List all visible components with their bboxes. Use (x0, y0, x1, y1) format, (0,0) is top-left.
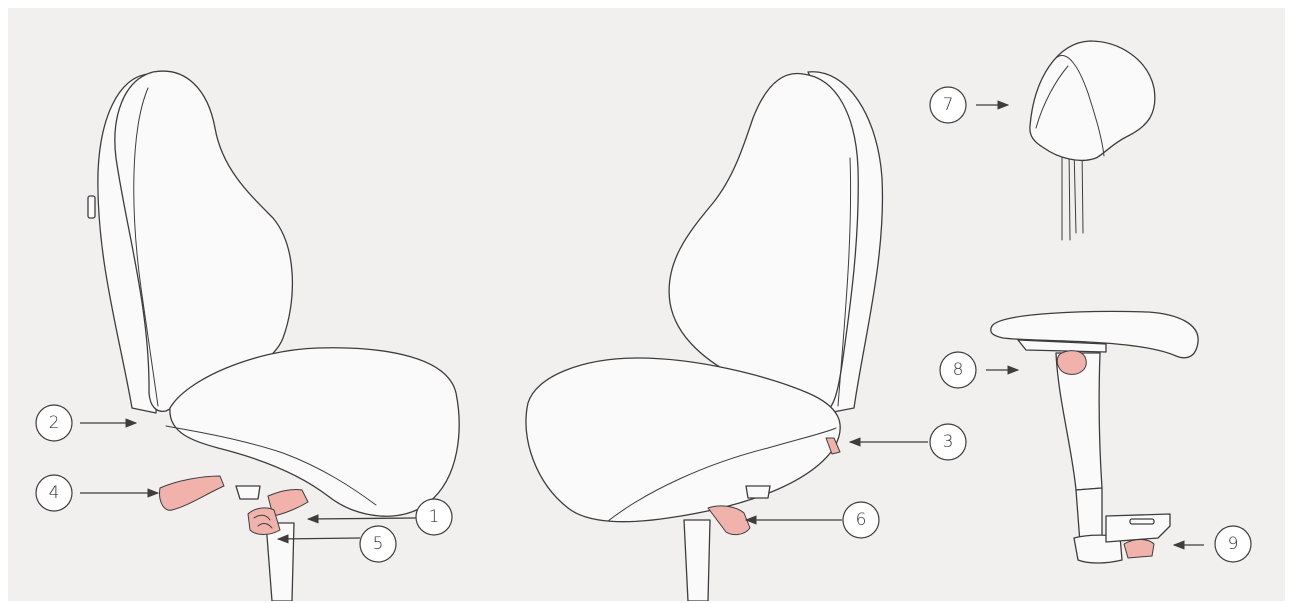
right-backrest (668, 72, 859, 413)
diagram-canvas: 1 2 3 4 5 6 7 8 9 (8, 8, 1285, 601)
callout-4: 4 (35, 474, 160, 512)
svg-text:2: 2 (49, 413, 60, 433)
chair-parts-diagram: 1 2 3 4 5 6 7 8 9 (35, 40, 1252, 601)
armrest (990, 310, 1199, 564)
svg-text:5: 5 (373, 534, 384, 554)
armrest-pad (990, 310, 1199, 359)
svg-text:9: 9 (1228, 534, 1239, 554)
right-mechanism-knob (745, 485, 771, 499)
left-backrest-bracket (87, 195, 96, 219)
right-gas-column (683, 519, 711, 601)
callout-3: 3 (848, 423, 967, 461)
armrest-post (1055, 352, 1103, 491)
callout-1: 1 (306, 498, 453, 536)
svg-text:8: 8 (953, 360, 964, 380)
right-lever-3 (825, 437, 841, 455)
left-mechanism-knob (235, 485, 261, 500)
svg-text:7: 7 (943, 95, 954, 115)
armrest-lever-9 (1123, 539, 1155, 559)
callout-9: 9 (1172, 525, 1252, 563)
headrest-pad (1029, 40, 1156, 162)
callout-7: 7 (929, 86, 1010, 124)
callout-2: 2 (35, 404, 138, 442)
svg-text:3: 3 (943, 432, 954, 452)
armrest-mount-plate (1105, 513, 1171, 543)
left-gas-column (265, 522, 295, 601)
left-lever-4 (159, 475, 225, 511)
right-lever-6 (707, 505, 751, 536)
left-lever-1 (267, 489, 309, 517)
armrest-lever-8 (1056, 350, 1087, 375)
svg-text:6: 6 (856, 510, 867, 530)
callout-5: 5 (276, 525, 397, 563)
headrest (1029, 40, 1156, 241)
svg-text:1: 1 (429, 507, 440, 527)
svg-text:4: 4 (49, 483, 60, 503)
callout-8: 8 (939, 351, 1020, 389)
left-seat (169, 347, 460, 517)
callout-6: 6 (744, 501, 880, 539)
left-chair (87, 70, 460, 601)
right-chair (525, 71, 884, 601)
